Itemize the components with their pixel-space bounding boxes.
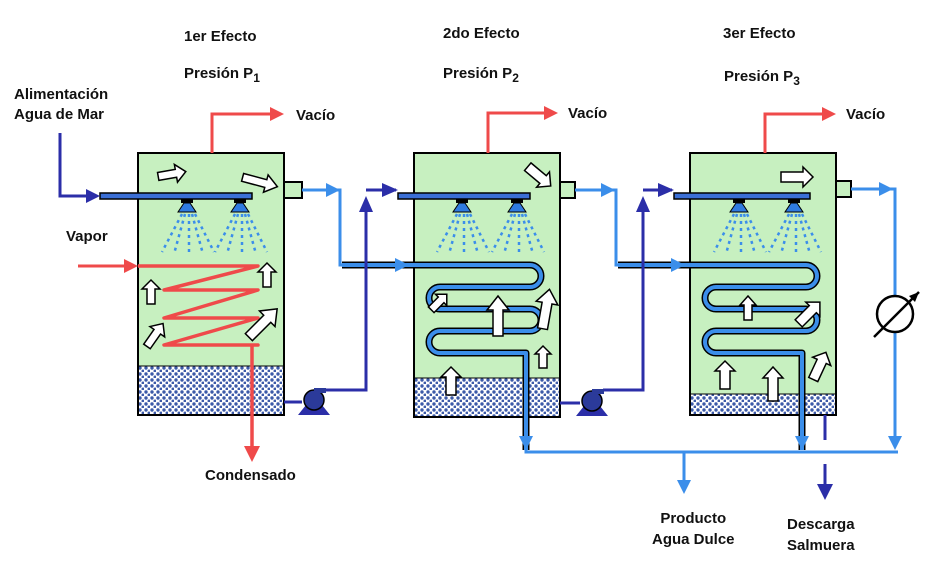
- brine-pool-3: [691, 394, 835, 414]
- effect-2-pressure: Presión P2: [443, 65, 519, 85]
- effect-3-pressure: Presión P3: [724, 68, 800, 88]
- vapor-outlet-3: [835, 180, 852, 198]
- pump-icon: [576, 389, 608, 416]
- spray-nozzle-icon: [729, 199, 804, 213]
- effect-1-title: 1er Efecto: [184, 28, 257, 45]
- brine-discharge-line: [817, 415, 833, 500]
- vapor-outlet-2: [559, 181, 576, 199]
- vacuum-line-1: [210, 112, 272, 153]
- effect-2: [342, 106, 576, 450]
- effect-1-vacuum-label: Vacío: [296, 107, 336, 124]
- vacuum-line-3: [763, 112, 824, 153]
- vacuum-line-2: [486, 111, 546, 153]
- vapor-outlet-1: [283, 181, 303, 199]
- effect-1: [58, 107, 303, 462]
- effect-3: [618, 107, 852, 450]
- product-collector-line: [524, 450, 898, 480]
- effect-2-vacuum-label: Vacío: [568, 105, 608, 122]
- spray-nozzle-icon: [177, 199, 250, 213]
- spray-droplets: [160, 213, 269, 255]
- vapor-flow-arrows: [140, 162, 279, 350]
- effect-2-title: 2do Efecto: [443, 25, 520, 42]
- effect-1-pressure: Presión P1: [184, 65, 260, 85]
- spray-droplets: [712, 213, 823, 255]
- steam-coil: [78, 259, 260, 462]
- effect-3-vacuum-label: Vacío: [846, 106, 886, 123]
- spray-bar-3: [673, 192, 811, 200]
- product-label: Producto Agua Dulce: [652, 510, 735, 548]
- steam-label: Vapor: [66, 228, 108, 245]
- brine-pool-1: [139, 366, 283, 414]
- condenser-regulator-icon: [873, 291, 920, 338]
- condensate-label: Condensado: [205, 467, 296, 484]
- brine-discharge-label: Descarga Salmuera: [787, 516, 855, 554]
- feed-line: [58, 133, 86, 198]
- feed-label: Alimentación Agua de Mar: [14, 86, 109, 123]
- spray-nozzle-icon: [452, 199, 527, 213]
- brine-pool-2: [415, 378, 559, 416]
- vapor-transfer-lines: [302, 187, 897, 440]
- vapor-flow-arrows: [713, 165, 833, 402]
- spray-bar-1: [99, 192, 253, 200]
- spray-droplets: [435, 213, 546, 255]
- effect-3-title: 3er Efecto: [723, 25, 796, 42]
- vapor-flow-arrows: [427, 161, 560, 396]
- spray-bar-2: [397, 192, 531, 200]
- pump-icon: [298, 388, 330, 415]
